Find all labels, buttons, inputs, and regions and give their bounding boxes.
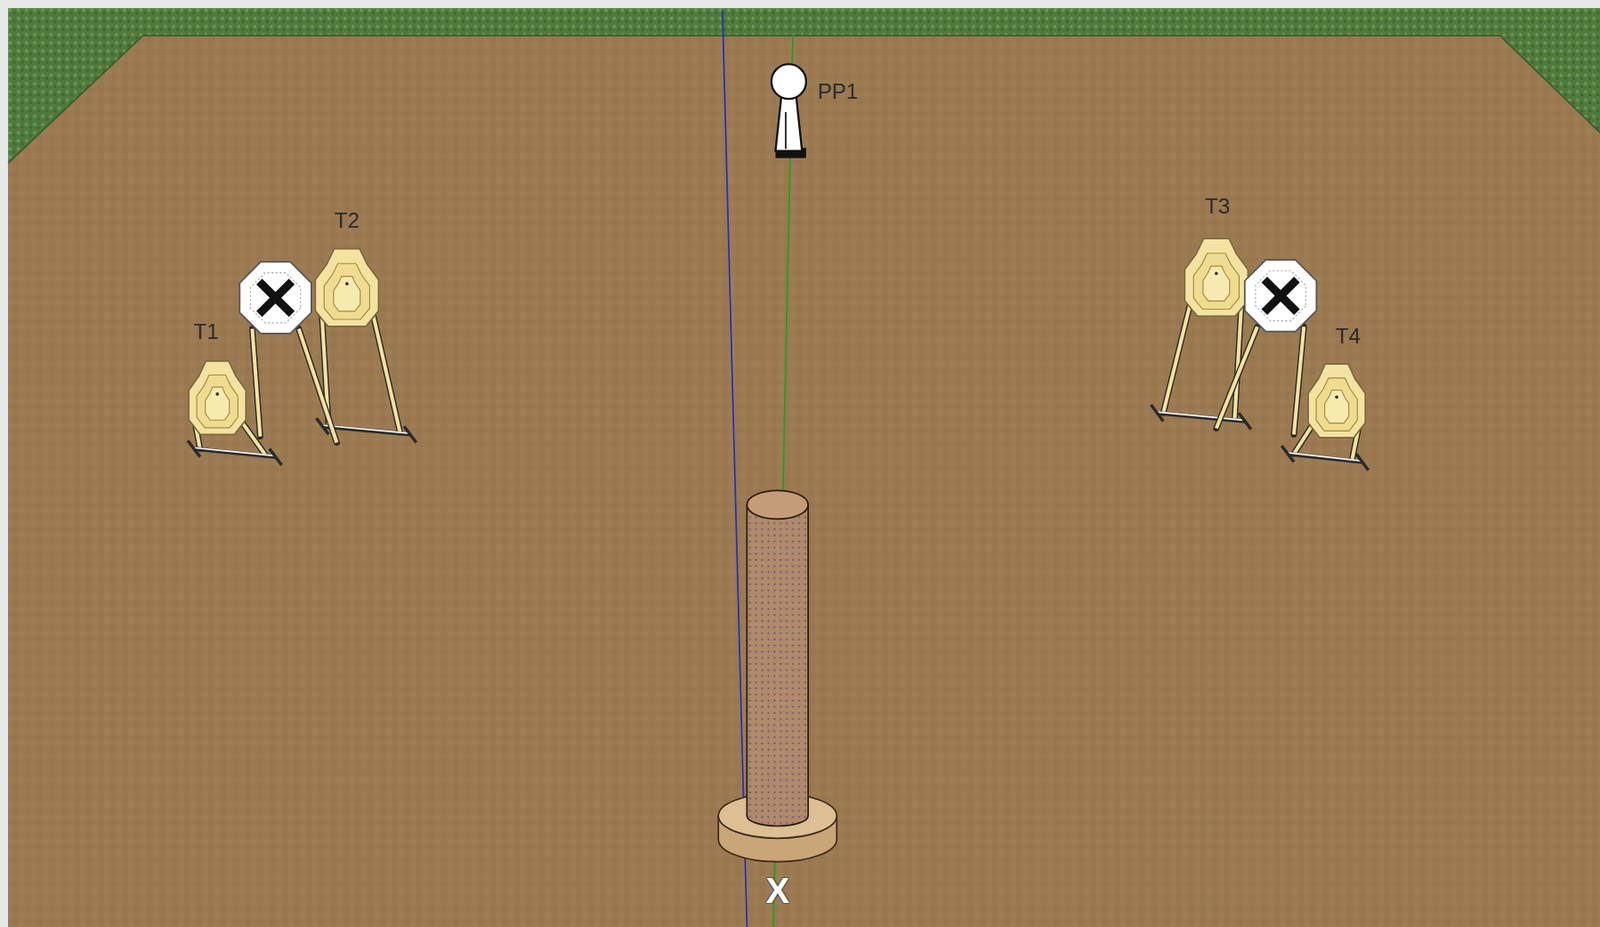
no-shoot-target (1216, 259, 1317, 435)
grass (8, 8, 1600, 927)
shoot-target (1281, 363, 1368, 470)
target-label: T1 (193, 321, 219, 343)
no-shoot-target (239, 261, 337, 443)
axis-line (722, 9, 748, 927)
target-label: T4 (1335, 325, 1361, 348)
shoot-target (315, 249, 417, 444)
popper-target (771, 64, 807, 158)
dirt-ground (8, 35, 1600, 927)
popper-label: PP1 (817, 80, 858, 103)
barrel (718, 490, 837, 862)
shoot-target (1150, 238, 1251, 429)
target-label: T3 (1204, 195, 1230, 218)
shoot-target (187, 361, 282, 466)
start-marker: X (765, 872, 790, 909)
target-label: T2 (334, 210, 360, 232)
